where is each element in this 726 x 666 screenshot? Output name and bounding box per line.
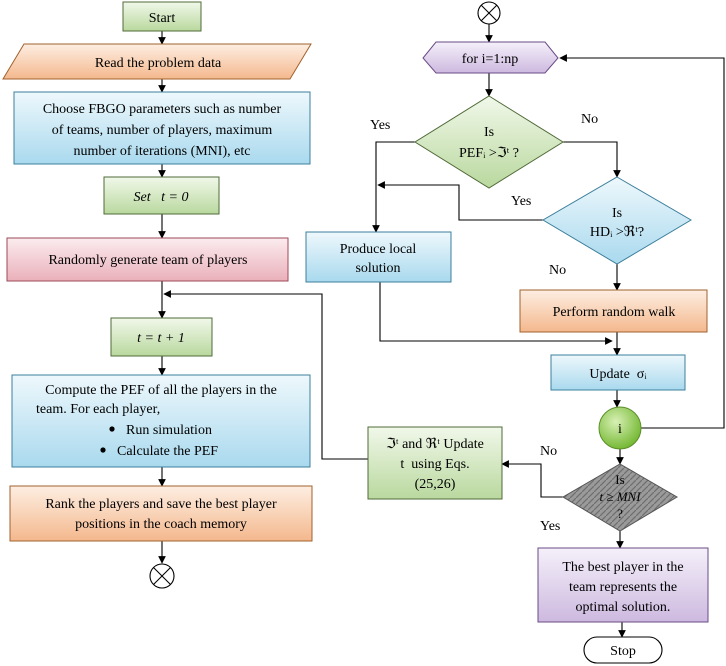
start-node: Start: [122, 1, 202, 32]
iteration-connector: i: [598, 406, 642, 450]
dec2-no-label: No: [549, 263, 566, 278]
increment-t-node: t = t + 1: [110, 317, 213, 357]
best-player-line-1: The best player in the: [562, 560, 683, 575]
decision-hd-line-2: HDᵢ >ℜᵗ?: [590, 225, 644, 240]
generate-team-label: Randomly generate team of players: [48, 253, 247, 268]
rank-line-1: Rank the players and save the best playe…: [45, 497, 277, 512]
dec1-yes-label: Yes: [370, 118, 390, 133]
choose-line-1: Choose FBGO parameters such as number: [43, 102, 282, 117]
decision-hd-line-1: Is: [612, 206, 622, 221]
loop-label: for i=1:np: [462, 52, 519, 67]
decision-pef-line-2: PEFᵢ >ℑᵗ ?: [459, 146, 519, 161]
choose-line-3: number of iterations (MNI), etc: [74, 144, 251, 159]
set-t-label: Set t = 0: [134, 190, 189, 205]
choose-line-2: of teams, number of players, maximum: [52, 123, 273, 138]
rank-line-2: positions in the coach memory: [75, 517, 247, 532]
update-reference-line-1: ℑᵗ and ℜᵗ Update: [386, 437, 484, 452]
stop-node: Stop: [583, 636, 663, 664]
loop-node: for i=1:np: [422, 41, 559, 74]
random-walk-label: Perform random walk: [553, 305, 676, 320]
decision-mni-line-1: Is: [615, 472, 624, 487]
dec2-yes-label: Yes: [511, 194, 531, 209]
best-player-node: The best player in the team represents t…: [537, 547, 709, 623]
compute-bullet-2: Calculate the PEF: [117, 444, 218, 459]
generate-team-node: Randomly generate team of players: [6, 237, 289, 282]
iteration-connector-label: i: [618, 422, 622, 437]
local-solution-line-2: solution: [355, 261, 400, 276]
update-reference-node: ℑᵗ and ℜᵗ Update t using Eqs. (25,26): [367, 426, 503, 500]
update-sigma-label: Update σᵢ: [589, 367, 647, 382]
stop-label: Stop: [610, 644, 636, 659]
compute-pef-node: Compute the PEF of all the players in th…: [11, 374, 311, 468]
right-section-edges: [372, 24, 725, 638]
dec3-yes-label: Yes: [540, 519, 560, 534]
update-reference-line-3: (25,26): [415, 477, 456, 492]
bullet-icon: [109, 426, 115, 432]
bullet-icon: [100, 447, 106, 453]
choose-parameters-node: Choose FBGO parameters such as number of…: [13, 91, 311, 165]
dec3-no-label: No: [540, 444, 557, 459]
increment-t-label: t = t + 1: [137, 331, 185, 346]
read-data-node: Read the problem data: [2, 43, 312, 80]
read-data-label: Read the problem data: [95, 56, 222, 71]
decision-mni-node: Is t ≥ MNI ?: [562, 463, 678, 532]
set-t-node: Set t = 0: [103, 176, 220, 215]
decision-mni-line-3: ?: [617, 506, 623, 521]
best-player-line-3: optimal solution.: [576, 600, 671, 615]
decision-pef-line-1: Is: [484, 125, 494, 140]
decision-pef-node: Is PEFᵢ >ℑᵗ ?: [414, 95, 564, 189]
update-sigma-node: Update σᵢ: [550, 354, 686, 391]
best-player-line-2: team represents the: [569, 580, 677, 595]
compute-line-1: Compute the PEF of all the players in th…: [45, 383, 277, 398]
right-start-connector: [477, 1, 501, 25]
start-label: Start: [149, 11, 176, 26]
local-solution-node: Produce local solution: [305, 231, 452, 283]
compute-line-2: team. For each player,: [36, 402, 160, 417]
local-solution-line-1: Produce local: [340, 242, 417, 257]
left-end-connector: [149, 563, 175, 589]
update-reference-line-2: t using Eqs.: [400, 457, 469, 472]
rank-players-node: Rank the players and save the best playe…: [9, 485, 313, 542]
left-column-edges: [158, 31, 368, 564]
random-walk-node: Perform random walk: [519, 289, 708, 333]
dec1-no-label: No: [581, 112, 598, 127]
compute-bullet-1: Run simulation: [126, 423, 212, 438]
decision-hd-node: Is HDᵢ >ℜᵗ?: [542, 176, 692, 265]
decision-mni-line-2: t ≥ MNI: [599, 489, 641, 504]
